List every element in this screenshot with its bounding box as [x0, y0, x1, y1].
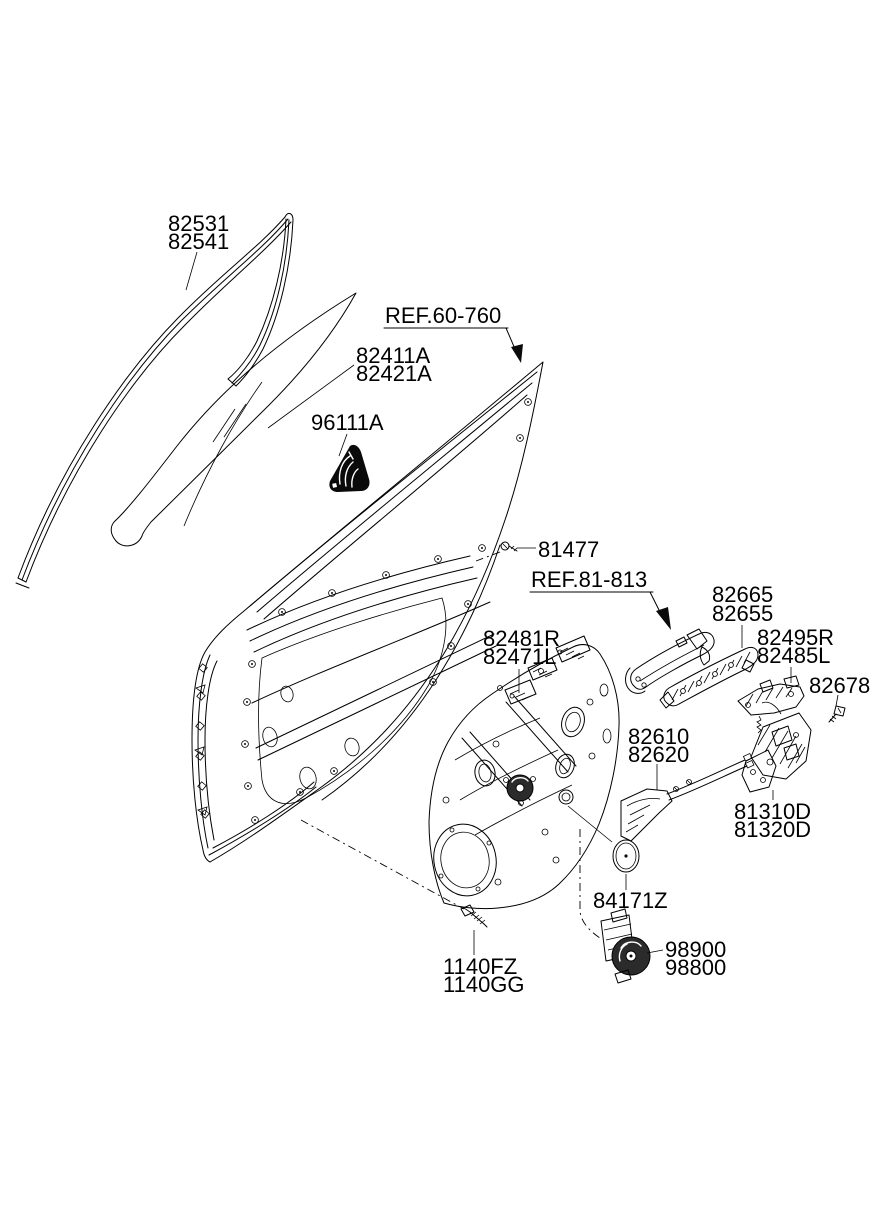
label-handle-screw: 82678 — [809, 673, 870, 698]
ref-link-door-panel[interactable]: REF.60-760 — [385, 303, 501, 328]
label-handle-base-2: 82485L — [757, 643, 830, 668]
tweeter-cover-drawing — [329, 444, 370, 492]
ref-link-locking-system[interactable]: REF.81-813 — [531, 567, 647, 592]
label-module-panel-1: 82481R — [483, 626, 560, 651]
labels: 82531 82541 REF.60-760 82411A 82421A 961… — [168, 211, 870, 997]
label-handle-base-1: 82495R — [757, 625, 834, 650]
door-latch-drawing — [741, 701, 812, 793]
inside-handle-drawing — [620, 752, 755, 842]
module-panel-drawing — [428, 635, 620, 910]
label-grommet: 84171Z — [593, 888, 668, 913]
label-glass-run-channel-1: 82531 — [168, 211, 229, 236]
door-bolts — [241, 398, 532, 824]
label-outside-handle-1: 82665 — [712, 582, 773, 607]
handle-base-rail-drawing — [659, 646, 759, 709]
grommet-drawing — [612, 839, 640, 873]
label-door-glass-2: 82421A — [356, 361, 432, 386]
label-mounting-bolt-1: 1140FZ — [443, 954, 517, 979]
label-glass-run-channel-2: 82541 — [168, 229, 229, 254]
label-inside-handle-2: 82620 — [628, 742, 689, 767]
regulator-motor-drawing — [600, 908, 651, 984]
screw-81477-drawing — [500, 541, 518, 552]
door-glass-drawing — [110, 292, 357, 547]
label-outside-handle-2: 82655 — [712, 601, 773, 626]
label-sash-screw: 81477 — [538, 537, 599, 562]
handle-bracket-drawing — [737, 675, 805, 734]
label-door-latch-1: 81310D — [734, 799, 811, 824]
leader-lines — [185, 251, 839, 955]
label-door-latch-2: 81320D — [734, 817, 811, 842]
label-tweeter-cover: 96111A — [311, 410, 384, 435]
label-mounting-bolt-2: 1140GG — [443, 972, 525, 997]
label-regulator-motor-1: 98900 — [665, 937, 726, 962]
label-inside-handle-1: 82610 — [628, 724, 689, 749]
screw-82678-drawing — [828, 705, 846, 723]
label-door-glass-1: 82411A — [356, 343, 431, 368]
label-module-panel-2: 82471L — [483, 644, 556, 669]
door-shell-drawing — [191, 361, 544, 863]
outside-handle-drawing — [625, 628, 715, 694]
glass-run-channel-drawing — [15, 212, 294, 589]
door-edge-clips — [194, 663, 210, 819]
label-regulator-motor-2: 98800 — [665, 955, 726, 980]
bolt-1140-drawing — [460, 904, 488, 928]
